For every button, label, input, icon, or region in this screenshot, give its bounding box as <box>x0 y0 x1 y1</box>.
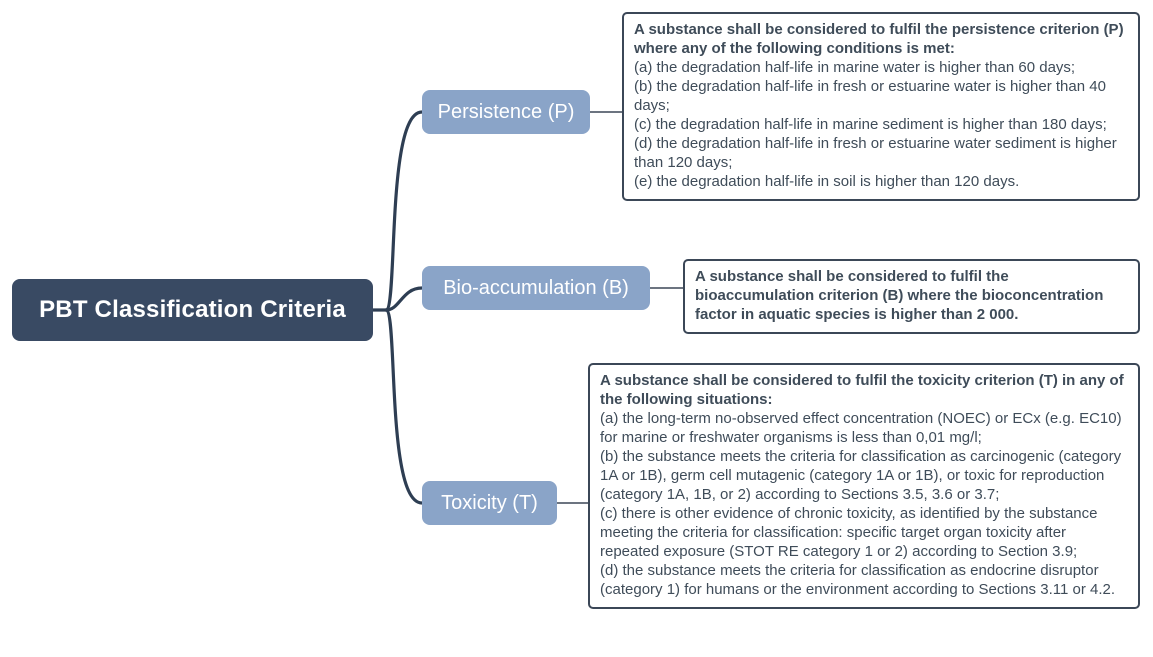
root-node: PBT Classification Criteria <box>12 279 373 341</box>
toxicity-situation-a: (a) the long-term no-observed effect con… <box>600 410 1122 446</box>
toxicity-situation-d: (d) the substance meets the criteria for… <box>600 562 1115 598</box>
persistence-condition-c: (c) the degradation half-life in marine … <box>634 116 1107 133</box>
bioaccumulation-criteria-heading: A substance shall be considered to fulfi… <box>695 268 1104 323</box>
toxicity-situation-c: (c) there is other evidence of chronic t… <box>600 505 1098 560</box>
persistence-criteria-heading: A substance shall be considered to fulfi… <box>634 21 1124 57</box>
bioaccumulation-node: Bio-accumulation (B) <box>422 266 650 310</box>
bioaccumulation-criteria-box: A substance shall be considered to fulfi… <box>683 259 1140 334</box>
root-to-bioaccumulation-connector <box>384 286 424 312</box>
persistence-condition-b: (b) the degradation half-life in fresh o… <box>634 78 1106 114</box>
toxicity-node: Toxicity (T) <box>422 481 557 525</box>
toxicity-criteria-heading: A substance shall be considered to fulfi… <box>600 372 1124 408</box>
persistence-condition-e: (e) the degradation half-life in soil is… <box>634 173 1020 190</box>
persistence-criteria-box: A substance shall be considered to fulfi… <box>622 12 1140 201</box>
root-to-persistence-connector <box>384 110 424 312</box>
toxicity-criteria-box: A substance shall be considered to fulfi… <box>588 363 1140 609</box>
persistence-condition-d: (d) the degradation half-life in fresh o… <box>634 135 1117 171</box>
persistence-condition-a: (a) the degradation half-life in marine … <box>634 59 1076 76</box>
root-to-toxicity-connector <box>384 308 424 505</box>
toxicity-situation-b: (b) the substance meets the criteria for… <box>600 448 1122 503</box>
persistence-node: Persistence (P) <box>422 90 590 134</box>
